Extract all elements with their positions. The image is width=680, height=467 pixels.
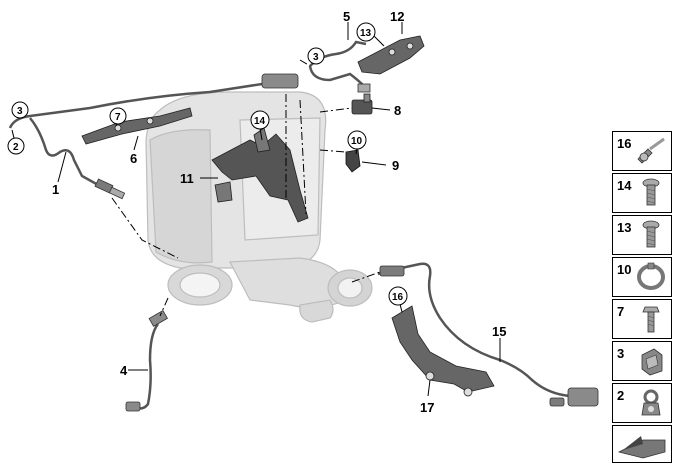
legend-item-10: 10 (612, 257, 672, 297)
oxygen-sensor-4 (125, 309, 168, 412)
sensor-cable-15 (377, 262, 571, 398)
legend-item-3: 3 (612, 341, 672, 381)
cable-connector-5 (357, 83, 371, 93)
callout-8: 8 (394, 103, 401, 118)
callout-2: 2 (13, 142, 19, 153)
dash-dot-lines (111, 59, 381, 317)
collar-nut-bolt-icon (642, 306, 660, 333)
callout-circle-2 (7, 137, 25, 155)
direction-arrow-icon (617, 436, 666, 459)
clip-with-tie-icon (637, 137, 665, 164)
callout-10: 10 (351, 136, 363, 147)
cable-clip-icon (641, 348, 663, 376)
bracket-17 (391, 305, 495, 397)
callout-circle-3b (307, 47, 325, 65)
legend-arrow-cell (612, 425, 672, 463)
callout-1: 1 (52, 182, 59, 197)
oxygen-sensor-cable-1 (8, 82, 263, 188)
hose-clamp-icon (637, 262, 665, 290)
callout-9: 9 (392, 158, 399, 173)
sensor-15 (379, 265, 599, 407)
legend-item-16: 16 (612, 131, 672, 171)
oxygen-sensor-cable-4 (135, 323, 160, 410)
callout-14: 14 (254, 116, 266, 127)
sensor-bracket-12 (357, 35, 425, 75)
cable-holder-6 (81, 107, 193, 145)
callout-12: 12 (390, 9, 404, 24)
torx-bolt-icon (642, 220, 660, 248)
legend-number: 2 (617, 388, 625, 403)
legend-item-7: 7 (612, 299, 672, 339)
hex-bolt-icon (642, 178, 660, 206)
parts-legend: 16 14 13 10 7 (612, 131, 672, 465)
legend-item-13: 13 (612, 215, 672, 255)
legend-number: 16 (617, 136, 632, 151)
sensor-8 (351, 93, 373, 115)
callout-17: 17 (420, 400, 434, 415)
callout-circle-14 (250, 110, 270, 130)
legend-number: 7 (617, 304, 625, 319)
connector-plug (261, 73, 299, 89)
holder-clip-icon (641, 389, 661, 416)
callout-7: 7 (115, 112, 121, 123)
legend-number: 13 (617, 220, 632, 235)
callout-3b: 3 (313, 52, 319, 63)
callout-11: 11 (180, 171, 194, 186)
callout-16: 16 (392, 292, 404, 303)
legend-number: 14 (617, 178, 632, 193)
callout-circle-10 (347, 130, 367, 150)
legend-number: 3 (617, 346, 625, 361)
legend-item-14: 14 (612, 173, 672, 213)
callout-circle-3a (11, 101, 29, 119)
legend-number: 10 (617, 262, 632, 277)
callout-3a: 3 (17, 106, 23, 117)
callout-13: 13 (360, 28, 372, 39)
oxygen-sensor-1 (94, 178, 126, 200)
leader-lines (11, 22, 501, 397)
exploded-parts-diagram: 1 2 3 3 4 5 6 7 8 9 10 11 12 13 14 15 16… (7, 9, 599, 415)
hose-9 (345, 149, 361, 173)
callout-4: 4 (120, 363, 128, 378)
legend-item-2: 2 (612, 383, 672, 423)
callout-circle-13 (356, 22, 376, 42)
callout-circle-16 (388, 286, 408, 306)
callout-15: 15 (492, 324, 506, 339)
callout-5: 5 (343, 9, 350, 24)
callout-labels: 1 2 3 3 4 5 6 7 8 9 10 11 12 13 14 15 16… (7, 9, 506, 415)
callout-6: 6 (130, 151, 137, 166)
callout-circle-7 (109, 107, 127, 125)
